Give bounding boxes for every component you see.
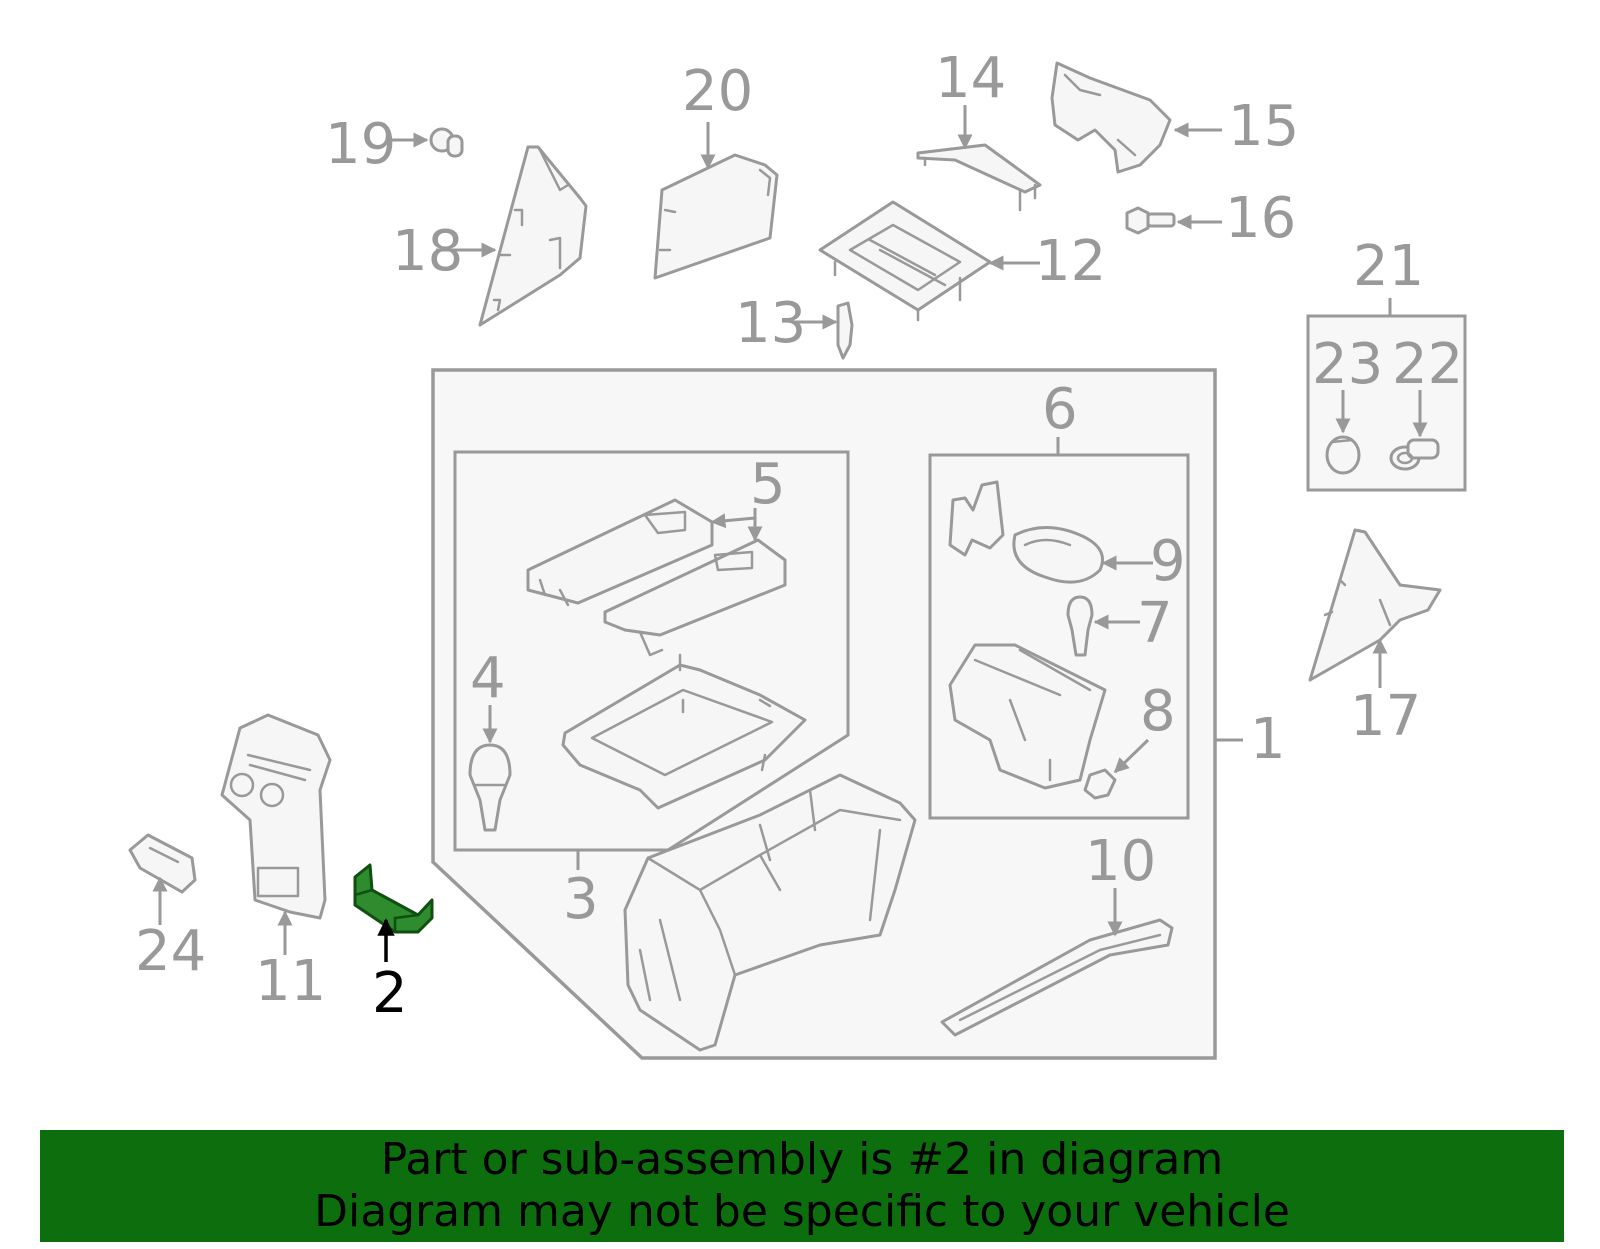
part-7-knob bbox=[1066, 595, 1094, 657]
callout-3: 3 bbox=[563, 867, 599, 932]
part-20-panel bbox=[653, 153, 779, 280]
part-10-trim-strip bbox=[940, 918, 1174, 1037]
callout-9: 9 bbox=[1150, 529, 1186, 594]
part-1-console-body bbox=[623, 773, 917, 1052]
part-24-switch bbox=[128, 833, 197, 894]
callout-24: 24 bbox=[135, 919, 206, 984]
part-2-bracket-highlighted[interactable] bbox=[353, 863, 434, 934]
part-11-rear-vent-panel bbox=[220, 713, 332, 920]
callout-19: 19 bbox=[325, 112, 396, 177]
part-18-side-panel bbox=[478, 145, 588, 327]
callout-16: 16 bbox=[1225, 186, 1296, 251]
part-5-lid-right bbox=[603, 538, 787, 657]
callout-21: 21 bbox=[1353, 234, 1424, 299]
callout-22: 22 bbox=[1392, 332, 1463, 397]
callout-6: 6 bbox=[1042, 377, 1078, 442]
callout-labels: 19 18 20 14 15 16 12 13 21 23 22 6 5 9 7… bbox=[135, 46, 1463, 1026]
leader-lines bbox=[152, 105, 1428, 962]
callout-4: 4 bbox=[470, 646, 506, 711]
callout-2-highlighted[interactable]: 2 bbox=[372, 961, 408, 1026]
callout-1: 1 bbox=[1250, 707, 1286, 772]
callout-15: 15 bbox=[1228, 94, 1299, 159]
part-13-clip bbox=[836, 301, 854, 360]
part-6-cup-holder bbox=[948, 643, 1107, 790]
callout-12: 12 bbox=[1035, 229, 1106, 294]
banner-line-disclaimer: Diagram may not be specific to your vehi… bbox=[314, 1186, 1290, 1237]
callout-20: 20 bbox=[682, 59, 753, 124]
part-23-cap bbox=[1325, 435, 1361, 475]
part-9-mat bbox=[1012, 526, 1104, 584]
callout-8: 8 bbox=[1140, 679, 1176, 744]
callout-23: 23 bbox=[1312, 332, 1383, 397]
callout-5: 5 bbox=[750, 452, 786, 517]
callout-18: 18 bbox=[392, 219, 463, 284]
part-4-knob bbox=[468, 743, 512, 832]
part-16-bolt bbox=[1125, 206, 1176, 235]
part-15-bracket bbox=[1050, 61, 1172, 174]
part-5-lid-left bbox=[526, 498, 714, 607]
callout-11: 11 bbox=[255, 949, 326, 1014]
callout-14: 14 bbox=[935, 46, 1006, 111]
callout-7: 7 bbox=[1137, 591, 1173, 656]
callout-10: 10 bbox=[1085, 829, 1156, 894]
part-6-holder bbox=[948, 480, 1005, 557]
part-14-cover bbox=[916, 143, 1042, 212]
info-banner: Part or sub-assembly is #2 in diagram Di… bbox=[40, 1130, 1564, 1242]
callout-13: 13 bbox=[735, 291, 806, 356]
banner-line-part-number: Part or sub-assembly is #2 in diagram bbox=[380, 1134, 1224, 1185]
subassembly-frame-21 bbox=[1306, 314, 1467, 492]
part-22-socket bbox=[1389, 438, 1440, 471]
part-8-clip bbox=[1083, 768, 1117, 800]
part-19-clip bbox=[429, 127, 464, 158]
callout-17: 17 bbox=[1350, 684, 1421, 749]
part-17-side-trim bbox=[1308, 528, 1442, 682]
part-3-tray-frame bbox=[561, 653, 807, 810]
